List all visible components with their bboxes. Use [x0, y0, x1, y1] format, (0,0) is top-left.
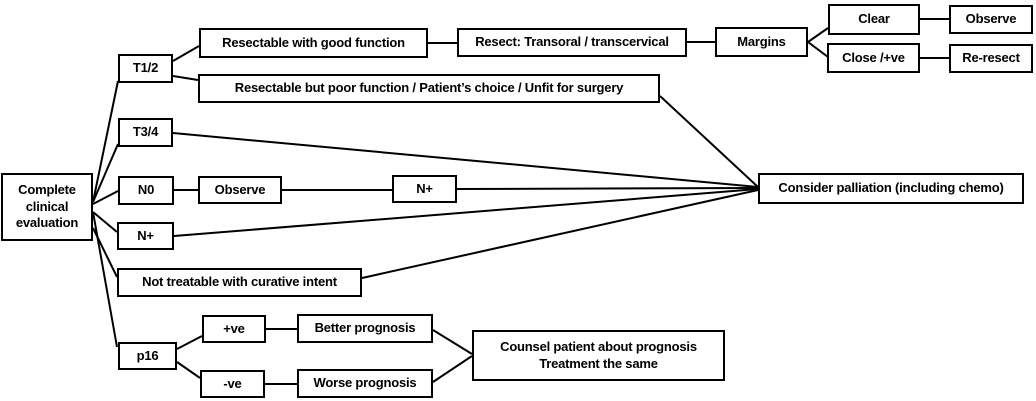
node-margins-close-positive: Close /+ve [827, 43, 920, 73]
edge-nplusafter-palliation [456, 187, 759, 190]
node-n-plus: N+ [117, 222, 174, 250]
edge-complete-t34 [92, 143, 119, 203]
edge-better-counsel [432, 329, 473, 355]
edge-complete-n0 [92, 190, 119, 205]
node-t3-4: T3/4 [118, 118, 173, 147]
node-p16-negative: -ve [200, 370, 265, 398]
edge-complete-nplus [92, 211, 118, 233]
node-observe-after-margins: Observe [949, 5, 1033, 34]
node-n-plus-after-observe: N+ [392, 175, 457, 203]
edge-t12-poorfunction [172, 75, 199, 81]
edge-margins-clear [807, 27, 829, 43]
node-observe-after-n0: Observe [198, 176, 282, 204]
edge-t34-palliation [172, 132, 759, 188]
node-counsel-patient: Counsel patient about prognosis Treatmen… [472, 330, 725, 381]
edge-nplus-palliation [173, 188, 759, 237]
node-resect-transoral: Resect: Transoral / transcervical [457, 28, 687, 57]
node-margins: Margins [715, 27, 808, 57]
node-worse-prognosis: Worse prognosis [297, 369, 433, 398]
edge-p16-negative [176, 361, 201, 379]
edge-worse-counsel [432, 355, 473, 383]
node-t1-2: T1/2 [118, 54, 173, 83]
node-margins-clear: Clear [828, 4, 920, 35]
edge-nottreatable-palliation [361, 189, 759, 279]
edge-margins-close [807, 41, 829, 58]
node-p16: p16 [118, 342, 177, 370]
node-not-treatable: Not treatable with curative intent [117, 268, 362, 297]
node-re-resect: Re-resect [949, 44, 1033, 73]
edge-p16-positive [176, 335, 203, 350]
edge-complete-t12 [92, 80, 119, 203]
edge-poorfunction-palliation [659, 95, 759, 188]
node-better-prognosis: Better prognosis [297, 314, 433, 343]
node-p16-positive: +ve [202, 315, 266, 343]
node-consider-palliation: Consider palliation (including chemo) [758, 173, 1024, 204]
node-resectable-good-function: Resectable with good function [199, 28, 428, 58]
node-complete-clinical-evaluation: Complete clinical evaluation [1, 173, 93, 241]
edge-complete-p16 [92, 211, 118, 348]
node-resectable-poor-function: Resectable but poor function / Patient’s… [198, 74, 660, 103]
edge-t12-goodfunction [172, 45, 200, 62]
node-n0: N0 [118, 176, 174, 205]
